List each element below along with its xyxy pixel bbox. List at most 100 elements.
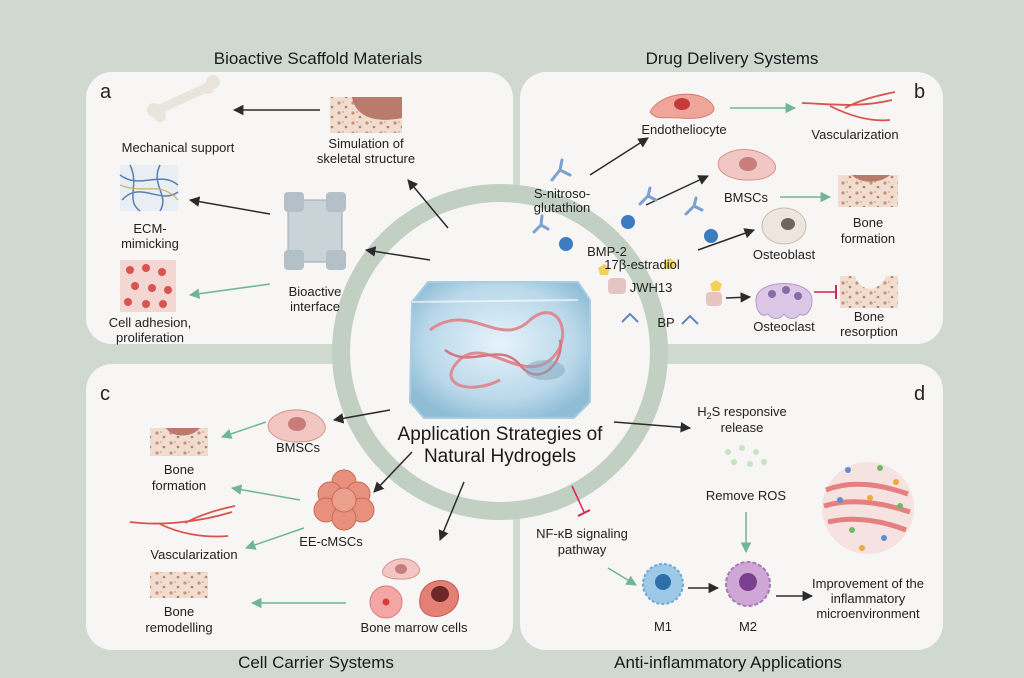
arrow-c-to-bmscs — [332, 409, 391, 424]
femur-bone-icon — [147, 75, 220, 122]
label-bp: BP — [657, 315, 674, 330]
label-h2s-rest: S responsive — [712, 404, 787, 419]
ros-particles-icon — [725, 445, 767, 467]
label-improve-3: microenvironment — [816, 606, 920, 621]
inhibit-nfkb — [571, 485, 591, 517]
center-label-line2: Natural Hydrogels — [424, 446, 576, 467]
label-simulation-2: skeletal structure — [317, 151, 415, 166]
label-simulation-1: Simulation of — [328, 136, 404, 151]
label-bone-formation-c-2: formation — [152, 478, 206, 493]
label-bone-marrow-cells: Bone marrow cells — [361, 620, 468, 635]
label-bone-formation-b-2: formation — [841, 231, 895, 246]
label-snitroso-1: S-nitroso- — [534, 186, 590, 201]
label-h2s-sub: 2 — [707, 411, 712, 421]
letter-a: a — [100, 81, 112, 103]
title-b: Drug Delivery Systems — [646, 49, 819, 68]
label-endotheliocyte: Endotheliocyte — [641, 122, 726, 137]
ecm-fiber-icon — [119, 164, 179, 212]
estradiol-icon — [598, 258, 722, 291]
center-label-line1: Application Strategies of — [398, 424, 604, 445]
jwh13-icon — [608, 278, 722, 306]
bone-resorption-icon — [840, 276, 898, 308]
arrow-c-to-marrow — [438, 481, 465, 541]
arrow-a-2 — [407, 179, 449, 229]
label-mechanical-support: Mechanical support — [122, 140, 235, 155]
osteoblast-icon — [761, 207, 807, 245]
label-vascularization-b: Vascularization — [811, 127, 898, 142]
title-c: Cell Carrier Systems — [238, 653, 394, 672]
vessel-c-icon — [129, 505, 236, 538]
arrow-a-3 — [364, 246, 431, 261]
label-improve-1: Improvement of the — [812, 576, 924, 591]
m2-macrophage-icon — [725, 561, 771, 607]
label-estradiol: 17β-estradiol — [604, 257, 680, 272]
bone-remodel-icon — [150, 572, 208, 598]
arrow-d-to-h2s — [613, 421, 692, 433]
arrow-a-4 — [188, 196, 271, 215]
label-cell-adhesion-1: Cell adhesion, — [109, 315, 191, 330]
label-osteoblast: Osteoblast — [753, 247, 816, 262]
letter-b: b — [914, 81, 925, 103]
ee-cmscs-icon — [313, 469, 375, 531]
label-bmp2: BMP-2 — [587, 244, 627, 259]
label-remodel-2: remodelling — [145, 620, 212, 635]
label-nfkb-2: pathway — [558, 542, 607, 557]
blood-vessel-icon — [801, 91, 896, 122]
label-h2s-2: release — [721, 420, 764, 435]
bmscs-c-icon — [267, 409, 326, 443]
label-jwh13: JWH13 — [630, 280, 673, 295]
label-remodel-1: Bone — [164, 604, 194, 619]
title-d: Anti-inflammatory Applications — [614, 653, 842, 672]
label-bone-formation-c-1: Bone — [164, 462, 194, 477]
label-bone-formation-b-1: Bone — [853, 215, 883, 230]
label-vascularization-c: Vascularization — [150, 547, 237, 562]
arrow-c-eecmscs-bone — [230, 484, 301, 501]
inhibit-osteoclast-resorption — [814, 285, 837, 299]
label-resorption-1: Bone — [854, 309, 884, 324]
bone-formation-c-icon — [150, 428, 208, 456]
label-h2s-1: H2S responsive — [697, 404, 787, 421]
m1-macrophage-icon — [642, 563, 684, 605]
arrow-c-bmscs-bone — [221, 421, 267, 439]
label-h2s-h: H — [697, 404, 706, 419]
label-bmscs-c: BMSCs — [276, 440, 321, 455]
arrow-c-to-eecmscs — [373, 451, 413, 493]
label-osteoclast: Osteoclast — [753, 319, 815, 334]
skeletal-structure-icon — [330, 97, 402, 133]
arrow-d-nfkb-m1 — [607, 567, 637, 586]
bioactive-interface-icon — [284, 192, 346, 270]
s-nitrosoglutathion-icon — [550, 158, 572, 182]
osteoclast-icon — [755, 283, 813, 319]
arrow-a-5 — [188, 283, 271, 299]
label-nfkb-1: NF-κB signaling — [536, 526, 628, 541]
bone-marrow-cells-icon — [369, 558, 459, 619]
arrow-b-to-osteoblast — [697, 228, 755, 251]
label-bioactive-2: interface — [290, 299, 340, 314]
bmscs-b-icon — [717, 149, 777, 181]
title-a: Bioactive Scaffold Materials — [214, 49, 423, 68]
label-ee-cmscs: EE-cMSCs — [299, 534, 363, 549]
label-bmscs-b: BMSCs — [724, 190, 769, 205]
arrow-b-to-osteoclast — [725, 292, 752, 303]
label-snitroso-2: glutathion — [534, 200, 590, 215]
endotheliocyte-icon — [649, 93, 715, 119]
arrow-c-eecmscs-vasc — [245, 527, 305, 550]
cell-adhesion-icon — [120, 260, 176, 312]
label-remove-ros: Remove ROS — [706, 488, 787, 503]
label-m2: M2 — [739, 619, 757, 634]
bp-icon — [621, 312, 699, 325]
label-resorption-2: resorption — [840, 324, 898, 339]
label-cell-adhesion-2: proliferation — [116, 330, 184, 345]
label-ecm-2: mimicking — [121, 236, 179, 251]
arrow-b-sn-endo — [589, 137, 649, 176]
letter-c: c — [100, 383, 110, 405]
bmp2-molecule-icon — [532, 186, 718, 251]
label-improve-2: inflammatory — [831, 591, 906, 606]
hydrogel-block-icon — [408, 281, 591, 419]
label-bioactive-1: Bioactive — [289, 284, 342, 299]
letter-d: d — [914, 383, 925, 405]
tissue-microenvironment-icon — [822, 462, 914, 554]
label-ecm-1: ECM- — [133, 221, 166, 236]
bone-formation-b-icon — [838, 175, 898, 207]
